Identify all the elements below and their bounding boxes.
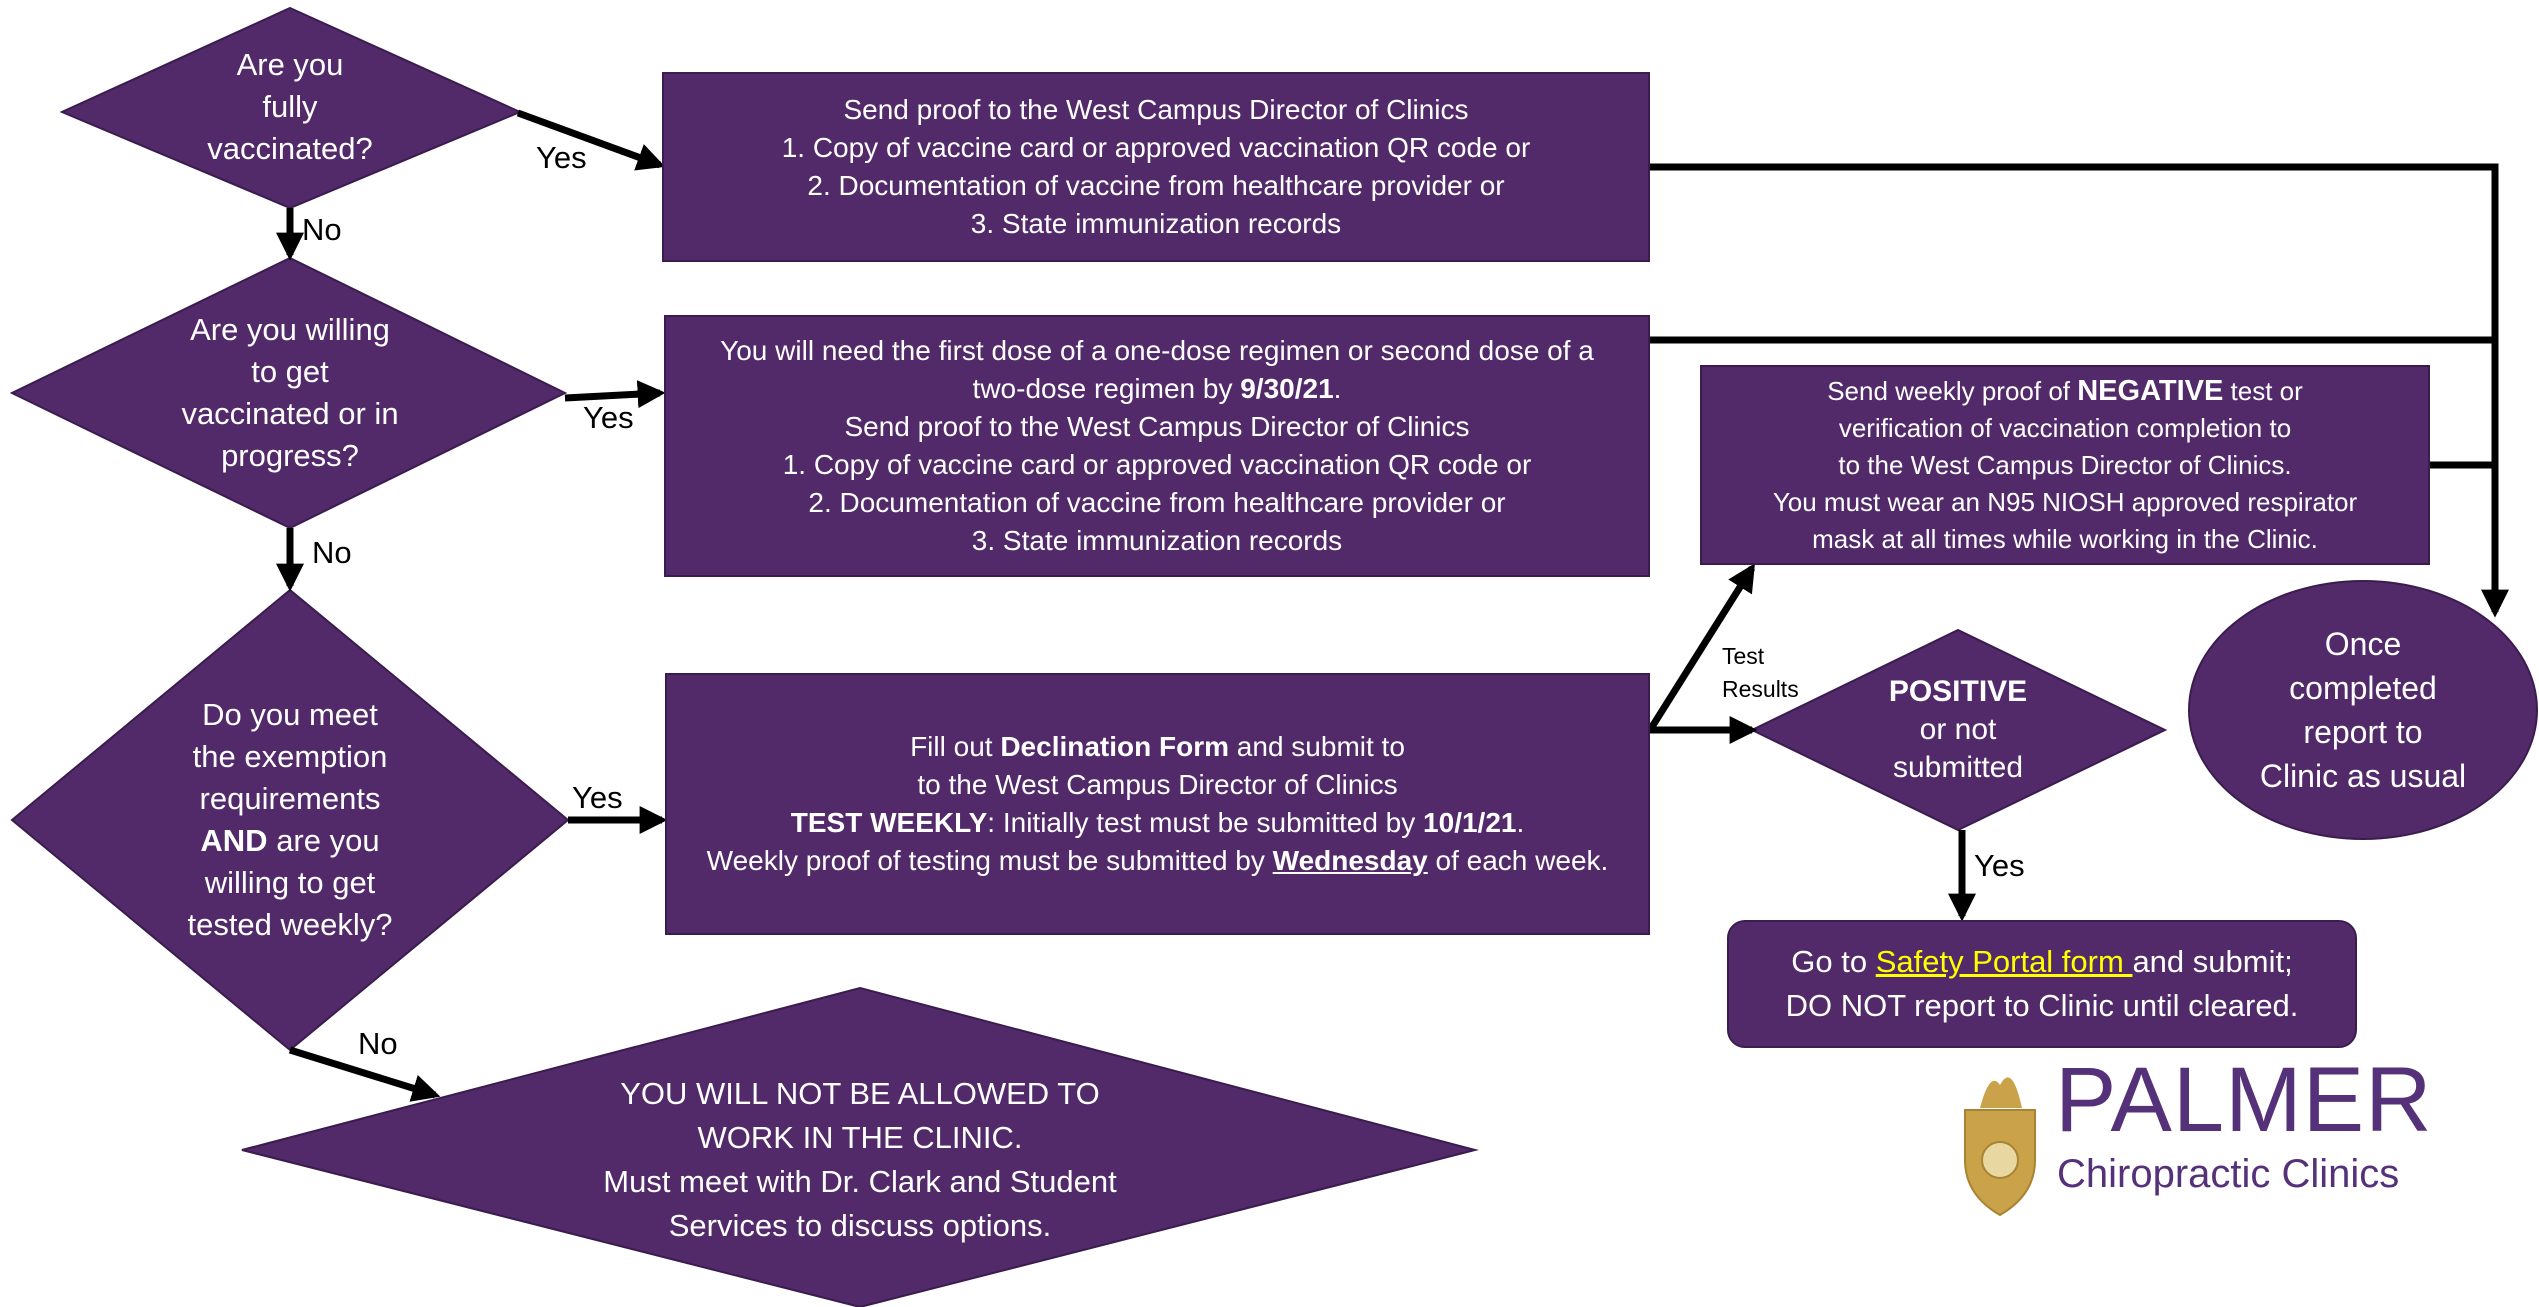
box-safety-post: and submit;: [2132, 944, 2293, 979]
box-safety: Go to Safety Portal form and submit; DO …: [1727, 920, 2357, 1048]
box-declination-line1-post: and submit to: [1229, 731, 1405, 762]
box-willing-line: Send proof to the West Campus Director o…: [844, 411, 1470, 442]
label-yes-positive: Yes: [1974, 848, 2025, 883]
not-allowed-line: YOU WILL NOT BE ALLOWED TO: [620, 1076, 1100, 1111]
test-weekly-label: TEST WEEKLY: [790, 807, 988, 838]
box-declination-line4: Weekly proof of testing must be submitte…: [707, 842, 1609, 880]
oval-completed-line: completed: [2289, 670, 2437, 706]
not-allowed-line: Services to discuss options.: [668, 1208, 1052, 1243]
box-willing-line: You will need the first dose of a one-do…: [720, 335, 1594, 366]
box-negative-line1: Send weekly proof of NEGATIVE test or: [1827, 373, 2303, 410]
oval-completed-line: Clinic as usual: [2259, 758, 2467, 794]
box-vaccinated-line: 2. Documentation of vaccine from healthc…: [807, 170, 1505, 201]
oval-completed: Once completed report to Clinic as usual: [2188, 580, 2538, 840]
box-willing-line: 3. State immunization records: [971, 525, 1343, 556]
decision-willing: Are you willing to get vaccinated or in …: [120, 308, 460, 478]
arrow-yes-vaccinated: [516, 109, 666, 171]
box-willing-line: 1. Copy of vaccine card or approved vacc…: [782, 449, 1532, 480]
decision-exemption-line: the exemption: [192, 739, 388, 774]
decision-exemption-line: requirements: [199, 781, 381, 816]
not-allowed: YOU WILL NOT BE ALLOWED TO WORK IN THE C…: [500, 1070, 1220, 1250]
palmer-logo: PALMER Chiropractic Clinics: [1940, 1050, 2432, 1220]
box-declination-date: 10/1/21: [1423, 807, 1517, 838]
box-negative-line1-pre: Send weekly proof of: [1827, 375, 2078, 406]
box-vaccinated-line: 1. Copy of vaccine card or approved vacc…: [781, 132, 1531, 163]
decision-exemption-and-rest: are you: [267, 823, 380, 858]
arrow-test-negative: [1647, 563, 1755, 732]
decision-positive-line: or not: [1919, 713, 1997, 746]
logo-subtitle: Chiropractic Clinics: [2057, 1152, 2400, 1196]
decision-positive-bold: POSITIVE: [1888, 675, 2028, 708]
box-declination-line2: to the West Campus Director of Clinics: [917, 769, 1398, 800]
box-declination-line1: Fill out Declination Form and submit to: [910, 728, 1405, 766]
not-allowed-shape: [241, 986, 1479, 1307]
box-declination-line4-post: of each week.: [1427, 845, 1609, 876]
arrow-yes-willing: [564, 380, 666, 409]
decision-exemption-line-and: AND are you: [200, 820, 379, 862]
box-negative-line1-post: test or: [2223, 375, 2303, 406]
label-no-vaccinated: No: [302, 212, 342, 247]
decision-exemption-line: Do you meet: [202, 697, 378, 732]
box-safety-line1: Go to Safety Portal form and submit;: [1791, 940, 2292, 984]
box-willing-line: 2. Documentation of vaccine from healthc…: [808, 487, 1506, 518]
label-yes-exemption: Yes: [572, 780, 623, 815]
arrow-no-exemption: [288, 1046, 441, 1102]
box-willing-proof: You will need the first dose of a one-do…: [664, 315, 1650, 577]
label-yes-willing: Yes: [583, 400, 634, 435]
label-no-willing: No: [312, 535, 352, 570]
decision-willing-line: progress?: [221, 438, 359, 473]
decision-willing-line: vaccinated or in: [181, 396, 399, 431]
box-declination-line3: TEST WEEKLY: Initially test must be subm…: [791, 804, 1525, 842]
not-allowed-line: Must meet with Dr. Clark and Student: [603, 1164, 1117, 1199]
decision-positive-shape: [1749, 628, 2168, 832]
declination-form-label: Declination Form: [1000, 731, 1230, 762]
decision-vaccinated-line: vaccinated?: [207, 131, 373, 166]
logo-name: PALMER: [2055, 1049, 2433, 1151]
box-vaccinated-proof: Send proof to the West Campus Director o…: [662, 72, 1650, 262]
decision-willing-line: Are you willing: [190, 312, 390, 347]
label-results: Results: [1722, 676, 1799, 702]
decision-positive-line: submitted: [1892, 751, 2024, 784]
box-vaccinated-line: 3. State immunization records: [970, 208, 1342, 239]
box-safety-line2: DO NOT report to Clinic until cleared.: [1785, 988, 2299, 1023]
box-negative-line: to the West Campus Director of Clinics.: [1838, 449, 2292, 480]
box-safety-pre: Go to: [1791, 944, 1876, 979]
decision-exemption-and: AND: [200, 823, 268, 858]
decision-positive: POSITIVE or not submitted: [1830, 670, 2086, 790]
decision-willing-line: to get: [251, 354, 329, 389]
box-declination-day: Wednesday: [1272, 845, 1428, 876]
box-vaccinated-line: Send proof to the West Campus Director o…: [843, 94, 1469, 125]
oval-completed-line: Once: [2324, 626, 2402, 662]
box-declination-line4-pre: Weekly proof of testing must be submitte…: [706, 845, 1273, 876]
negative-label: NEGATIVE: [2077, 374, 2224, 407]
box-willing-line2: two-dose regimen by 9/30/21.: [973, 370, 1342, 408]
palmer-crest-icon: [1964, 1077, 2036, 1217]
connectors: [276, 109, 2509, 1102]
box-negative-line: mask at all times while working in the C…: [1812, 523, 2318, 554]
label-no-exemption: No: [358, 1026, 398, 1061]
box-willing-date: 9/30/21: [1240, 373, 1334, 404]
safety-portal-link[interactable]: Safety Portal form: [1875, 944, 2133, 979]
box-declination: Fill out Declination Form and submit to …: [665, 673, 1650, 935]
box-declination-line3-mid: : Initially test must be submitted by: [987, 807, 1424, 838]
box-negative-line: verification of vaccination completion t…: [1838, 412, 2292, 443]
decision-vaccinated-line: Are you: [236, 47, 344, 82]
box-willing-line2-pre: two-dose regimen by: [972, 373, 1241, 404]
oval-completed-line: report to: [2303, 714, 2423, 750]
decision-exemption: Do you meet the exemption requirements A…: [130, 690, 450, 950]
decision-exemption-line: tested weekly?: [187, 907, 393, 942]
box-declination-line3-post: .: [1516, 807, 1525, 838]
decision-exemption-line: willing to get: [204, 865, 376, 900]
box-declination-line1-pre: Fill out: [910, 731, 1001, 762]
box-willing-line2-post: .: [1333, 373, 1342, 404]
label-yes-vaccinated: Yes: [536, 140, 587, 175]
not-allowed-line: WORK IN THE CLINIC.: [697, 1120, 1023, 1155]
box-negative: Send weekly proof of NEGATIVE test or ve…: [1700, 365, 2430, 565]
decision-vaccinated-line: fully: [262, 89, 318, 124]
box-negative-line: You must wear an N95 NIOSH approved resp…: [1772, 486, 2358, 517]
label-test: Test: [1722, 643, 1765, 669]
decision-vaccinated: Are you fully vaccinated?: [140, 32, 440, 182]
